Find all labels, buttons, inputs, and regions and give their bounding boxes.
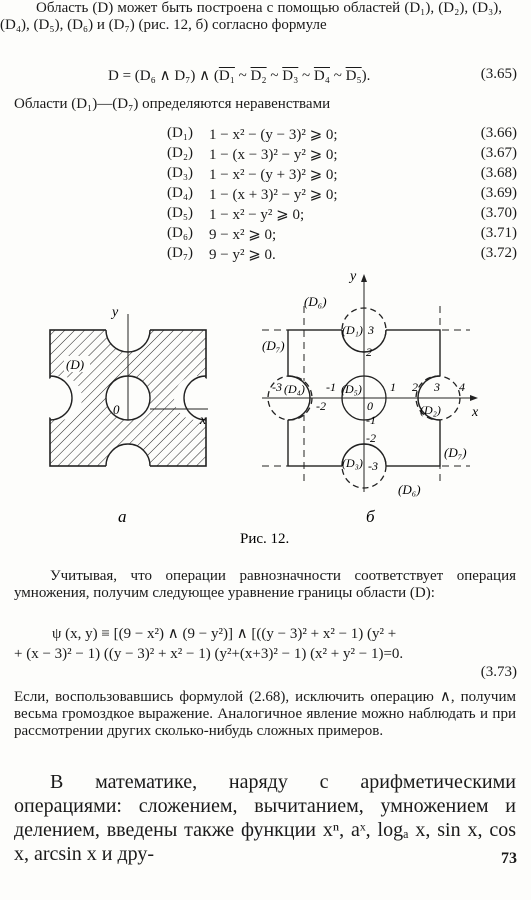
- origin-label: 0: [113, 402, 120, 417]
- y-axis-label: y: [110, 305, 119, 320]
- formula-3-73-line-2: + (x − 3)² − 1) ((y − 3)² + x² − 1) (y²+…: [14, 646, 404, 662]
- y-axis-label: y: [348, 269, 357, 284]
- inequality-row: (D₅)1 − x² − y² ⩾ 0;(3.70): [167, 205, 517, 223]
- inequality-row: (D₄)1 − (x + 3)² − y² ⩾ 0;(3.69): [167, 185, 517, 203]
- inequality-row: (D₆)9 − x² ⩾ 0;(3.71): [167, 225, 517, 243]
- tick-label: 3: [367, 323, 374, 337]
- intro-paragraph: Область (D) может быть построена с помощ…: [0, 0, 502, 33]
- paragraph-functions: В математике, наряду с арифметическими о…: [14, 771, 516, 865]
- inequality-row: (D₇)9 − y² ⩾ 0.(3.72): [167, 245, 517, 263]
- tick-label: -1: [326, 380, 336, 394]
- paragraph-cumbersome: Если, воспользовавшись формулой (2.68), …: [14, 689, 516, 739]
- region-label: (D₁): [342, 323, 363, 337]
- subfigure-label-a: а: [118, 507, 127, 526]
- formula-number: (3.65): [480, 66, 517, 82]
- region-label: (D₆): [304, 294, 327, 309]
- definitions-intro: Области (D₁)—(D₇) определяются неравенст…: [14, 96, 331, 112]
- region-label: (D₂): [420, 403, 441, 417]
- figure-caption: Рис. 12.: [240, 531, 289, 547]
- region-label: (D₅): [341, 382, 362, 396]
- tick-label: -3: [368, 459, 378, 473]
- tick-label: 4: [459, 380, 465, 394]
- tick-label: 2: [366, 345, 372, 359]
- x-axis-label: x: [471, 405, 479, 420]
- region-label: (D₇): [262, 338, 285, 353]
- tick-label: -2: [316, 399, 326, 413]
- tick-label: 1: [390, 380, 396, 394]
- tick-label: -3: [272, 380, 282, 394]
- region-label: (D₆): [398, 482, 421, 497]
- tick-label: 0: [367, 399, 373, 413]
- page-number: 73: [501, 850, 517, 867]
- inequality-row: (D₁)1 − x² − (y − 3)² ⩾ 0;(3.66): [167, 125, 517, 143]
- x-axis-label: x: [199, 413, 207, 428]
- formula-3-73-line-1: ψ (x, y) ≡ [(9 − x²) ∧ (9 − y²)] ∧ [((y …: [52, 626, 397, 642]
- figure-12: y x 0 (D) а y x (D₆) (D₇) (D₁) (D₄) (D₅)…: [49, 269, 479, 547]
- tick-label: -1: [366, 413, 376, 427]
- formula-number: (3.73): [480, 664, 517, 680]
- region-label: (D₃): [342, 456, 363, 470]
- tick-label: -2: [366, 431, 376, 445]
- region-label: (D₄): [284, 382, 305, 396]
- inequality-row: (D₂)1 − (x − 3)² − y² ⩾ 0;(3.67): [167, 145, 517, 163]
- region-d-label: (D): [66, 357, 84, 372]
- region-label: (D₇): [444, 445, 467, 460]
- tick-label: 3: [433, 380, 440, 394]
- subfigure-label-b: б: [366, 507, 375, 526]
- tick-label: 2: [412, 380, 418, 394]
- figure-a: y x 0 (D) а: [49, 305, 208, 526]
- inequality-row: (D₃)1 − x² − (y + 3)² ⩾ 0;(3.68): [167, 165, 517, 183]
- figure-b: y x (D₆) (D₇) (D₁) (D₄) (D₅) (D₂) (D₃) (…: [262, 269, 479, 526]
- formula-3-65: D = (D₆ ∧ D₇) ∧ (D₁ ~ D₂ ~ D₃ ~ D₄ ~ D₅)…: [108, 68, 371, 84]
- paragraph-equivalence: Учитывая, что операции равнозначности со…: [14, 568, 516, 601]
